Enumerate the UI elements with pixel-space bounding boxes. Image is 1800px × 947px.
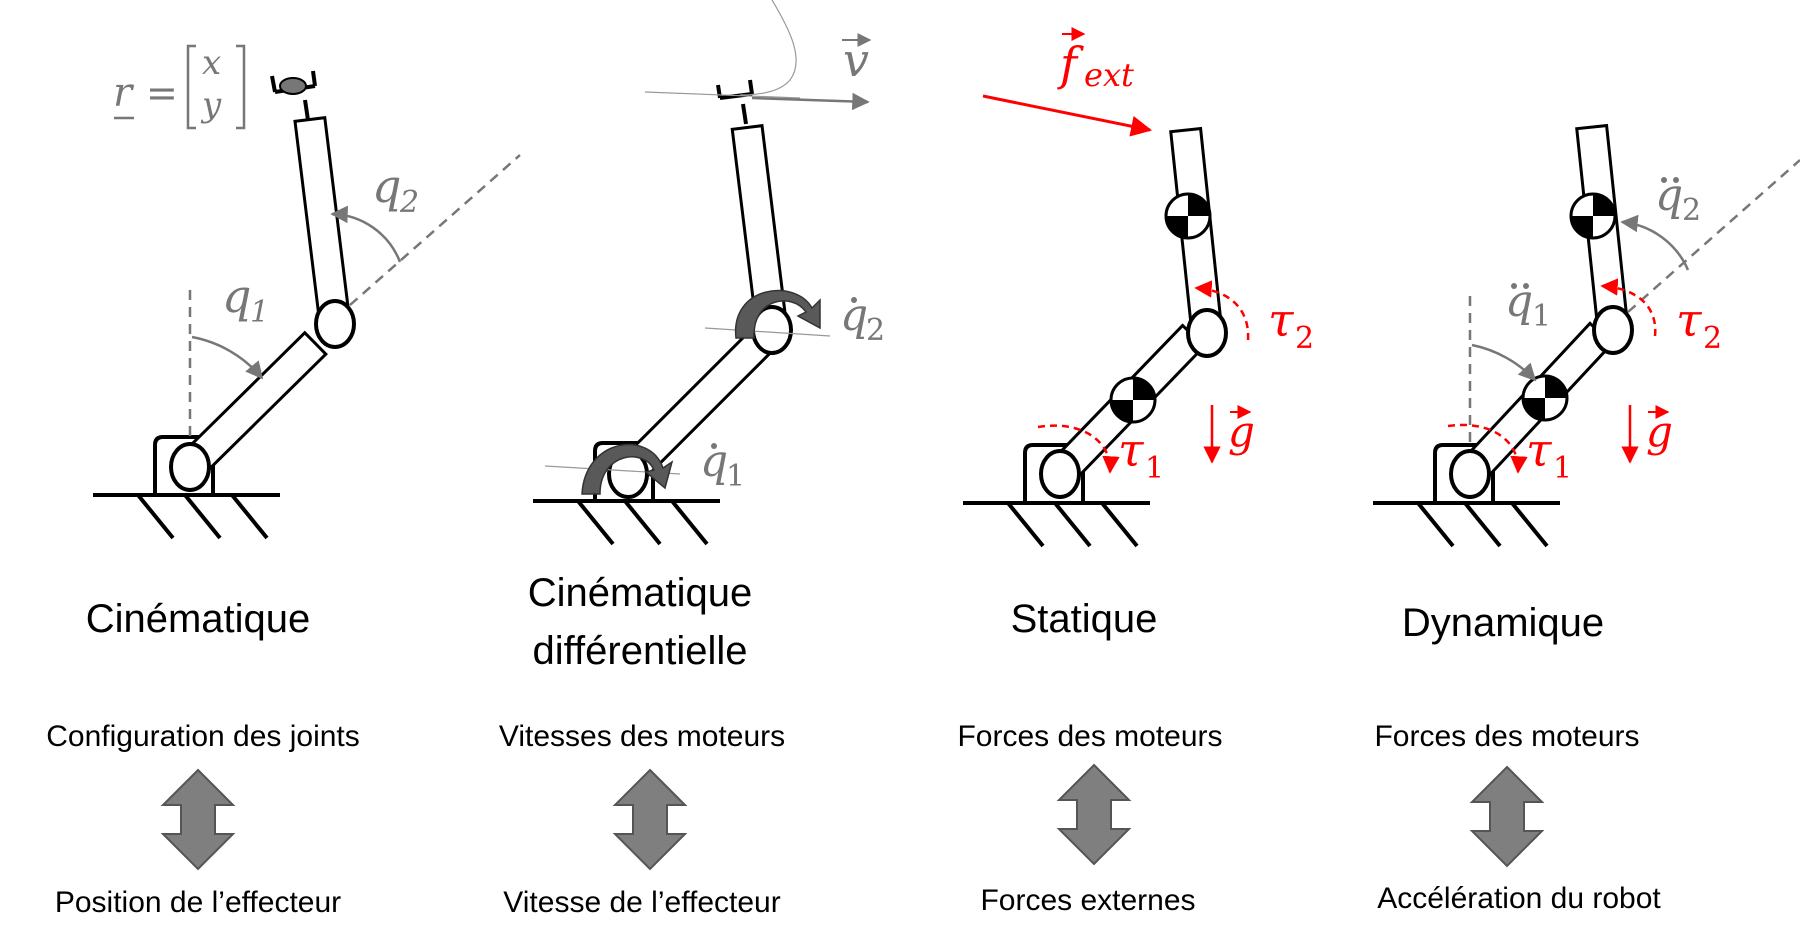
label-q1-ddot-sub: 1: [1532, 299, 1551, 334]
panel-kinematics: r = x y q 1 q 2: [93, 43, 521, 540]
external-force-arrow: [982, 94, 1153, 137]
ground: [93, 435, 280, 540]
label-q1-sub: 1: [250, 295, 269, 330]
label-q2-dot-sub: 2: [866, 313, 885, 348]
top-label-differential: Vitesses des moteurs: [499, 720, 785, 753]
label-q2-ddot: q: [1655, 170, 1683, 221]
bracket-right: [236, 44, 246, 130]
label-tau2-sub: 2: [1703, 321, 1722, 356]
label-f: f: [1057, 37, 1084, 91]
label-y: y: [200, 85, 222, 125]
reference-lines: [188, 154, 521, 440]
ground: [533, 441, 720, 546]
bottom-label-statics: Forces externes: [980, 884, 1195, 917]
ground: [963, 443, 1150, 548]
joint-1: [1449, 449, 1491, 499]
panel-statics: f ext τ 1 τ 2 g: [963, 27, 1314, 548]
title-statics: Statique: [1011, 597, 1158, 641]
q1-ddot-mark-b: [1523, 283, 1529, 289]
label-tau2: τ: [1268, 293, 1295, 347]
label-r: r: [113, 70, 135, 116]
center-of-mass-1: [1109, 376, 1157, 424]
end-effector-gripper: [716, 79, 754, 125]
q1-dot-mark: [711, 443, 717, 449]
joint-2: [314, 299, 356, 349]
label-tau2: τ: [1676, 293, 1703, 347]
top-label-kinematics: Configuration des joints: [46, 720, 360, 753]
label-tau2-sub: 2: [1295, 321, 1314, 356]
q2-dot-mark: [851, 297, 857, 303]
torque-arrow-2: [1194, 280, 1250, 341]
bottom-label-kinematics: Position de l’effecteur: [55, 886, 341, 919]
title-kinematics: Cinématique: [86, 597, 311, 641]
center-of-mass-1: [1521, 374, 1569, 422]
center-of-mass-2: [1164, 192, 1212, 240]
end-effector-gripper: [270, 70, 317, 121]
label-x: x: [202, 43, 221, 83]
q1-ddot-mark-a: [1511, 283, 1517, 289]
label-tau1-sub: 1: [1145, 451, 1164, 486]
title-differential-line-1: Cinématique: [528, 571, 753, 615]
double-arrow-dynamics: [1469, 765, 1545, 868]
label-g: g: [1646, 407, 1673, 456]
label-equals: =: [146, 71, 178, 115]
rotation-arrow-q2: [735, 289, 821, 339]
bottom-label-dynamics: Accélération du robot: [1377, 882, 1661, 915]
label-f-sub: ext: [1084, 56, 1134, 94]
label-q2-sub: 2: [399, 185, 419, 220]
label-q1-ddot: q: [1505, 276, 1533, 327]
torque-arrow-1: [1037, 424, 1120, 474]
label-q1-dot-sub: 1: [726, 459, 745, 494]
label-tau1-sub: 1: [1553, 451, 1572, 486]
joint-2: [1186, 308, 1228, 358]
double-arrow-differential: [612, 768, 688, 871]
reference-lines: [1468, 159, 1800, 448]
rotation-arrow-q1: [581, 443, 674, 495]
label-q2-ddot-sub: 2: [1682, 193, 1701, 228]
joint-1: [169, 442, 211, 492]
label-tau1: τ: [1118, 423, 1145, 477]
panel-dynamics: q 1 q 2 τ 1 τ 2 g: [1373, 123, 1800, 548]
top-label-dynamics: Forces des moteurs: [1374, 720, 1639, 753]
joint-2: [1592, 305, 1634, 355]
q2-ddot-mark-b: [1673, 177, 1679, 183]
torque-arrow-1: [1447, 423, 1528, 474]
center-of-mass-2: [1569, 192, 1617, 240]
panel-differential-kinematics: v q 1 q 2: [533, 0, 885, 546]
q2-ddot-mark-a: [1661, 177, 1667, 183]
title-dynamics: Dynamique: [1402, 601, 1604, 645]
joint-1: [1039, 449, 1081, 499]
label-tau1: τ: [1526, 423, 1553, 477]
top-label-statics: Forces des moteurs: [957, 720, 1222, 753]
label-v: v: [843, 33, 869, 87]
double-arrow-statics: [1056, 763, 1132, 866]
bottom-label-differential: Vitesse de l’effecteur: [503, 886, 780, 919]
double-arrow-kinematics: [160, 768, 236, 871]
title-differential-line-2: différentielle: [533, 629, 748, 673]
bracket-left: [186, 44, 196, 130]
velocity-arrow: [751, 92, 870, 111]
label-q2: q: [372, 159, 401, 213]
label-g: g: [1228, 407, 1255, 456]
link-2: [293, 116, 353, 334]
label-q1: q: [222, 269, 251, 323]
torque-arrow-2: [1600, 278, 1657, 337]
